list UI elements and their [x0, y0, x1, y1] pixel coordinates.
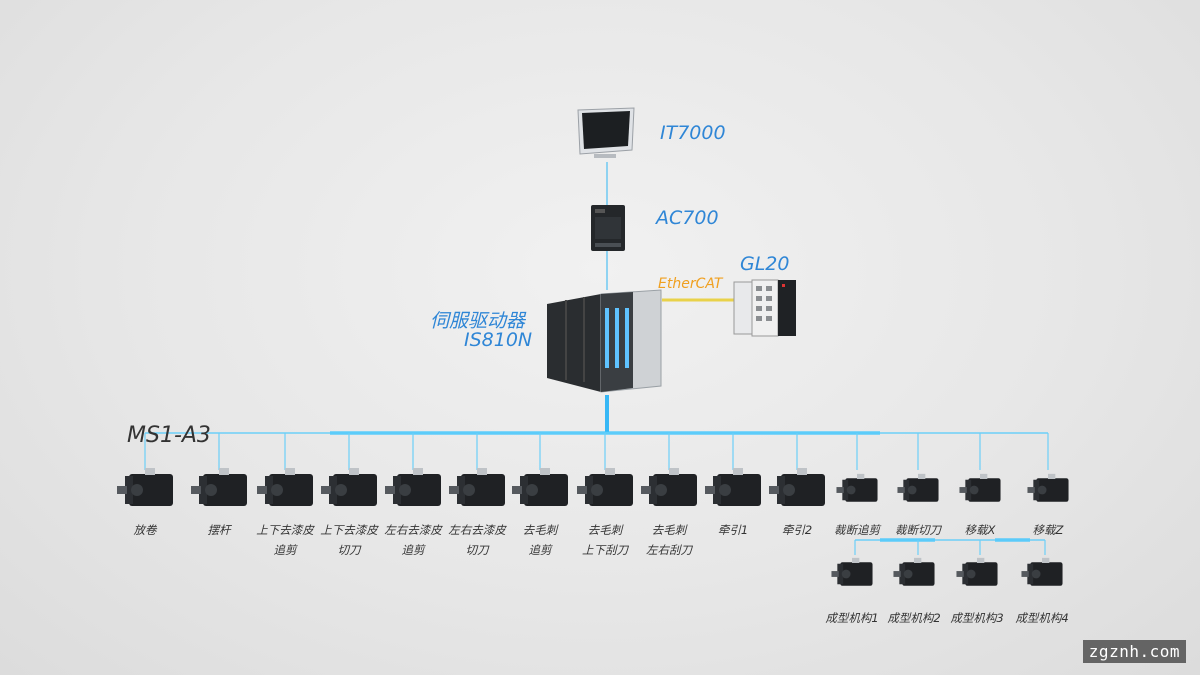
servo-motor-icon	[255, 468, 315, 516]
drive-label-model: IS810N	[464, 329, 533, 351]
motor-label-line1: 去毛刺	[587, 523, 623, 537]
servo-motor-icon	[830, 552, 874, 600]
motor-label: 移载X	[946, 520, 1014, 540]
servo-motor-icon	[703, 468, 763, 516]
watermark: zgznh.com	[1082, 640, 1186, 663]
motor-label-line1: 裁断切刀	[895, 523, 941, 537]
motor-label-line1: 牵引2	[781, 523, 813, 537]
motor-label-line1: 左右去漆皮	[448, 523, 506, 537]
hmi-label: IT7000	[660, 122, 726, 144]
servo-motor-icon	[1020, 552, 1064, 600]
io-module-icon	[733, 279, 796, 337]
motor-label-line1: 去毛刺	[522, 523, 558, 537]
motor-label: 摆杆	[185, 520, 253, 540]
motor-label: 裁断追剪	[823, 520, 891, 540]
lower-motor-label: 成型机构2	[887, 611, 941, 625]
hmi-device	[574, 106, 636, 162]
motor-label-line2: 切刀	[465, 543, 489, 557]
motor-label-line2: 左右刮刀	[646, 543, 692, 557]
motor-label: 去毛刺追剪	[506, 520, 574, 560]
motor-label-line1: 牵引1	[717, 523, 749, 537]
motor-label: 牵引2	[763, 520, 831, 540]
servo-drive-icon	[547, 289, 662, 393]
servo-motor-icon	[189, 468, 249, 516]
ethercat-label: EtherCAT	[658, 276, 723, 292]
lower-motor-label: 成型机构3	[950, 611, 1004, 625]
motor-label-line2: 追剪	[273, 543, 297, 557]
servo-motor-icon	[958, 468, 1002, 516]
drive-label-cn: 伺服驱动器	[430, 310, 526, 332]
servo-motor-icon	[639, 468, 699, 516]
servo-motor-icon	[896, 468, 940, 516]
motor-label-line1: 摆杆	[207, 523, 231, 537]
servo-motor-icon	[447, 468, 507, 516]
motor-label: 左右去漆皮追剪	[379, 520, 447, 560]
motor-label-line1: 去毛刺	[651, 523, 687, 537]
controller-icon	[591, 205, 625, 251]
servo-motor-icon	[383, 468, 443, 516]
motor-label: 左右去漆皮切刀	[443, 520, 511, 560]
motor-label-line2: 追剪	[528, 543, 552, 557]
motor-label: 去毛刺左右刮刀	[635, 520, 703, 560]
motor-label: 放卷	[111, 520, 179, 540]
controller-device	[589, 203, 627, 253]
motor-label-line2: 追剪	[401, 543, 425, 557]
hmi-icon	[577, 107, 635, 158]
servo-motor-icon	[835, 468, 879, 516]
motor-label: 上下去漆皮切刀	[315, 520, 383, 560]
io-label: GL20	[740, 253, 790, 275]
servo-motor-icon	[115, 468, 175, 516]
servo-motor-icon	[1026, 468, 1070, 516]
motor-series-label: MS1-A3	[127, 423, 211, 448]
servo-motor-icon	[955, 552, 999, 600]
motor-label-line1: 裁断追剪	[834, 523, 880, 537]
motor-label: 上下去漆皮追剪	[251, 520, 319, 560]
servo-drive	[545, 288, 663, 396]
servo-motor-icon	[510, 468, 570, 516]
motor-label-line2: 切刀	[337, 543, 361, 557]
servo-motor-icon	[319, 468, 379, 516]
controller-label: AC700	[656, 207, 719, 229]
motor-label: 去毛刺上下刮刀	[571, 520, 639, 560]
motor-label-line1: 放卷	[133, 523, 157, 537]
io-module	[732, 278, 798, 338]
motor-label: 裁断切刀	[884, 520, 952, 540]
motor-label-line2: 上下刮刀	[582, 543, 628, 557]
servo-motor-icon	[767, 468, 827, 516]
motor-label: 移载Z	[1014, 520, 1082, 540]
lower-motor-label: 成型机构4	[1015, 611, 1069, 625]
motor-label-line1: 上下去漆皮	[320, 523, 378, 537]
motor-label-line1: 左右去漆皮	[384, 523, 442, 537]
motor-label: 牵引1	[699, 520, 767, 540]
motor-label-line1: 移载X	[964, 523, 996, 537]
servo-motor-icon	[575, 468, 635, 516]
motor-label-line1: 移载Z	[1032, 523, 1064, 537]
motor-label-line1: 上下去漆皮	[256, 523, 314, 537]
lower-motor-label: 成型机构1	[825, 611, 879, 625]
servo-motor-icon	[892, 552, 936, 600]
